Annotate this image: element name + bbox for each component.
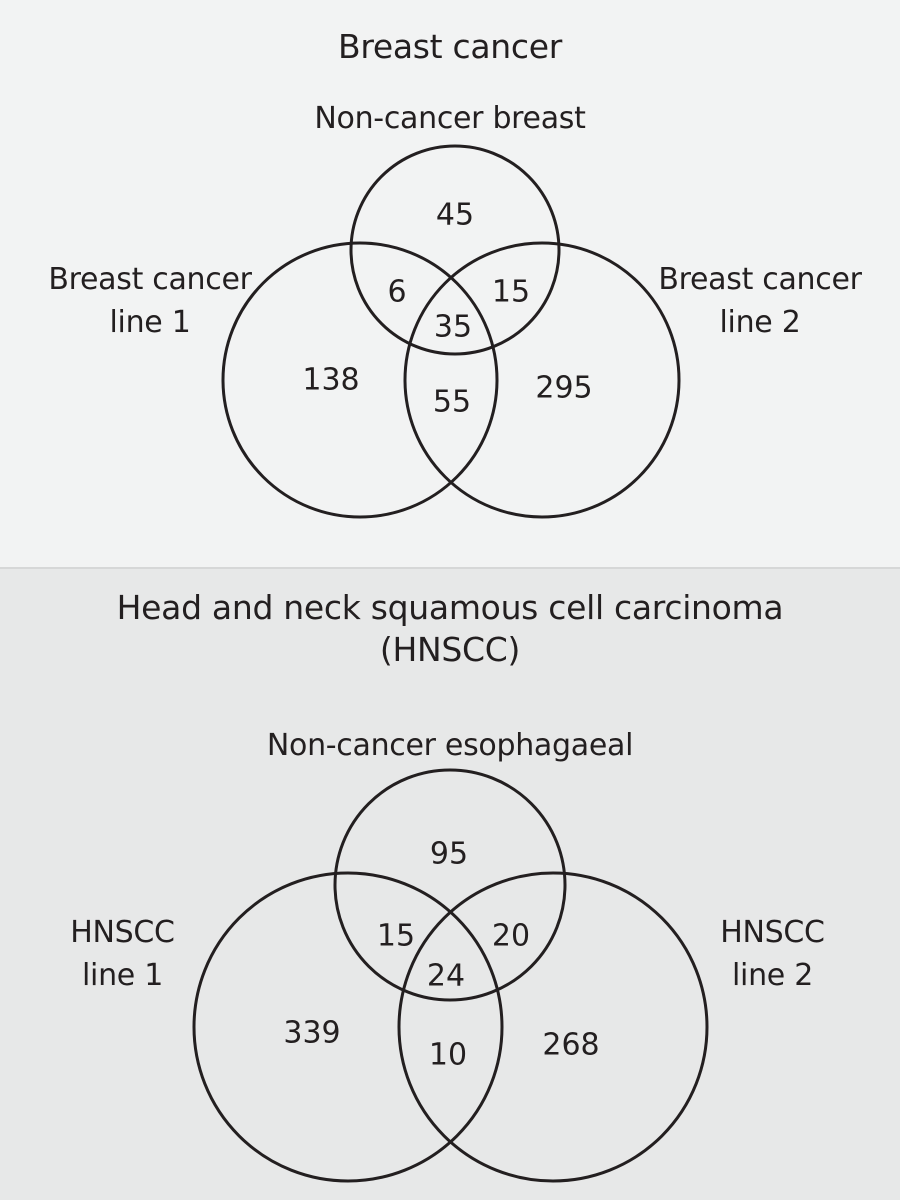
region-center: 35 [434, 310, 472, 345]
venn-circle-hnscc-line-1 [192, 871, 504, 1183]
venn-circle-non-cancer-breast [349, 144, 561, 356]
region-right-only: 295 [535, 371, 592, 406]
panel-title: Breast cancer [337, 27, 563, 66]
breast-venn-diagram: 45 6 15 35 138 55 295 [221, 144, 681, 519]
label-hnscc-line-1: HNSCC line 1 [70, 915, 175, 993]
region-top-only: 95 [430, 837, 468, 872]
region-right-only: 268 [542, 1028, 599, 1063]
label-non-cancer-esophagaeal: Non-cancer esophagaeal [266, 728, 634, 763]
label-non-cancer-breast: Non-cancer breast [314, 101, 586, 136]
hnscc-panel: Head and neck squamous cell carcinoma (H… [0, 567, 900, 1200]
region-left-only: 339 [283, 1016, 340, 1051]
breast-cancer-panel: Breast cancer Non-cancer breast Breast c… [0, 0, 900, 567]
region-left-only: 138 [302, 363, 359, 398]
label-breast-cancer-line-2: Breast cancer line 2 [658, 262, 862, 340]
region-left-right: 10 [429, 1038, 467, 1073]
region-left-right: 55 [433, 385, 471, 420]
region-top-only: 45 [436, 198, 474, 233]
venn-circle-non-cancer-esophagaeal [333, 768, 567, 1002]
region-top-right: 15 [492, 275, 530, 310]
panel-title: Head and neck squamous cell carcinoma (H… [116, 588, 784, 669]
hnscc-venn-diagram: 95 15 20 24 339 10 268 [192, 768, 709, 1183]
region-top-left: 15 [377, 919, 415, 954]
region-center: 24 [427, 959, 465, 994]
region-top-right: 20 [492, 919, 530, 954]
label-breast-cancer-line-1: Breast cancer line 1 [48, 262, 252, 340]
venn-circle-hnscc-line-2 [397, 871, 709, 1183]
label-hnscc-line-2: HNSCC line 2 [720, 915, 825, 993]
region-top-left: 6 [387, 275, 406, 310]
venn-circle-breast-cancer-line-2 [403, 241, 681, 519]
venn-circle-breast-cancer-line-1 [221, 241, 499, 519]
